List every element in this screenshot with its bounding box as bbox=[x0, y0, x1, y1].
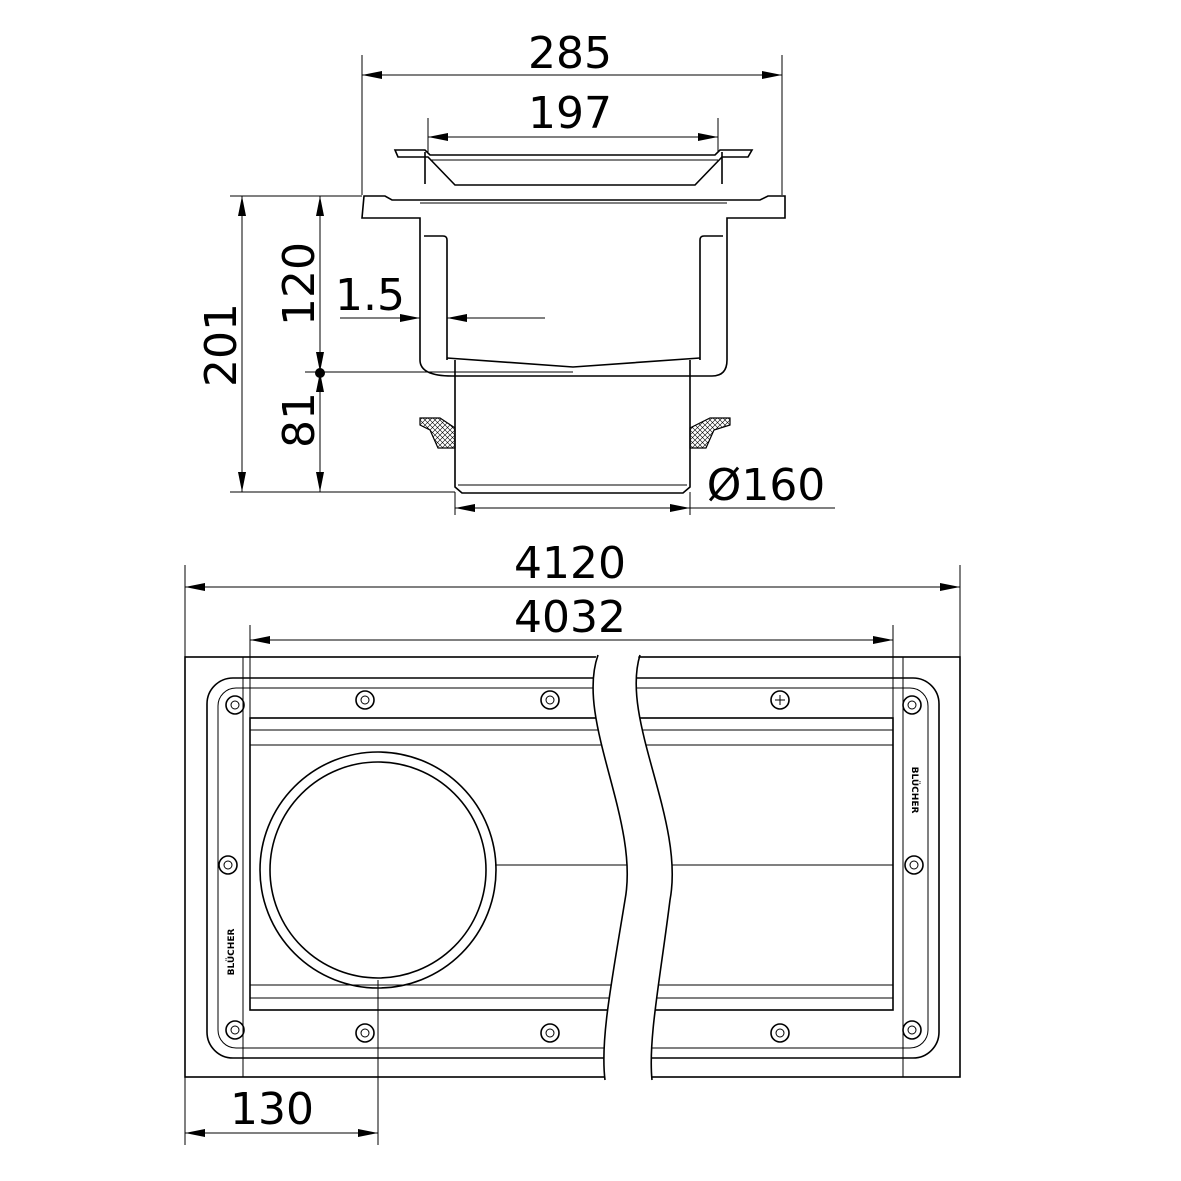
dim-label-130: 130 bbox=[230, 1084, 314, 1135]
dim-label-197: 197 bbox=[528, 88, 612, 139]
outlet-circle bbox=[259, 751, 497, 1145]
plan-view: 4120 4032 BLÜCHER B bbox=[184, 538, 961, 1145]
dim-label-4120: 4120 bbox=[514, 538, 626, 589]
dimension-201: 201 bbox=[196, 195, 455, 493]
dim-label-81: 81 bbox=[274, 392, 325, 448]
dim-label-160: Ø160 bbox=[707, 460, 826, 511]
dim-label-4032: 4032 bbox=[514, 592, 626, 643]
dimension-diameter-160: Ø160 bbox=[454, 460, 835, 515]
brand-mark-left: BLÜCHER bbox=[226, 929, 237, 976]
screw-hole bbox=[218, 855, 238, 875]
dimension-81: 81 bbox=[274, 368, 325, 492]
dimension-120: 120 bbox=[274, 196, 573, 373]
grate-section bbox=[393, 149, 754, 186]
screw-hole bbox=[904, 855, 924, 875]
brand-mark-right: BLÜCHER bbox=[909, 767, 920, 814]
screw-hole bbox=[770, 1023, 790, 1043]
screw-hole bbox=[540, 690, 560, 710]
channel-outline bbox=[184, 656, 961, 1078]
screw-hole bbox=[902, 695, 922, 715]
screw-hole bbox=[225, 695, 245, 715]
screw-hole bbox=[902, 1020, 922, 1040]
section-view: 285 197 201 120 81 bbox=[196, 28, 835, 515]
break-lines bbox=[592, 650, 674, 1082]
dim-label-1-5: 1.5 bbox=[335, 270, 405, 321]
screw-holes bbox=[218, 690, 924, 1043]
screw-hole bbox=[540, 1023, 560, 1043]
screw-hole bbox=[355, 1023, 375, 1043]
dimension-130: 130 bbox=[184, 1077, 378, 1145]
dim-label-120: 120 bbox=[274, 242, 325, 326]
dimension-4032: 4032 bbox=[249, 592, 894, 718]
screw-hole bbox=[225, 1020, 245, 1040]
screw-icon bbox=[770, 690, 790, 710]
dimension-1-5: 1.5 bbox=[335, 270, 545, 322]
dim-label-201: 201 bbox=[196, 303, 247, 387]
seal-left bbox=[419, 417, 456, 449]
seal-right bbox=[689, 417, 731, 449]
dimension-4120: 4120 bbox=[184, 538, 961, 657]
screw-hole bbox=[355, 690, 375, 710]
dimension-197: 197 bbox=[427, 88, 719, 152]
dim-label-285: 285 bbox=[528, 28, 612, 79]
drain-body-section bbox=[361, 195, 786, 494]
dimension-285: 285 bbox=[361, 28, 783, 195]
